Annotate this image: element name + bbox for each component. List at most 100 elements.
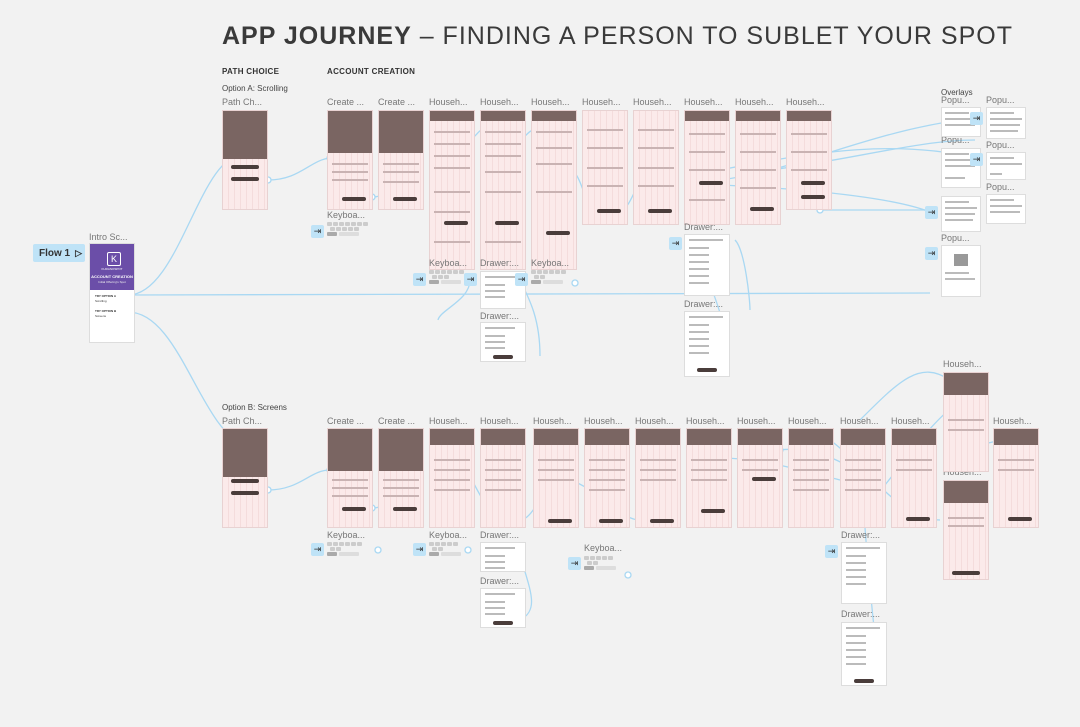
trigger-icon[interactable]: ⇥ [970, 153, 983, 166]
screen-household-b8[interactable] [788, 428, 834, 528]
trigger-icon[interactable]: ⇥ [515, 273, 528, 286]
trigger-icon[interactable]: ⇥ [925, 206, 938, 219]
drawer-b4[interactable] [841, 622, 887, 686]
screen-household-a6[interactable] [684, 110, 730, 225]
frame-label-create-1: Create ... [327, 97, 365, 107]
popup-3[interactable] [941, 148, 981, 188]
section-path-choice: PATH CHOICE [222, 67, 280, 76]
screen-household-a3[interactable] [531, 110, 577, 270]
frame-label-household: Househ... [840, 416, 879, 426]
drawer-a4[interactable] [684, 311, 730, 377]
screen-household-b12[interactable] [943, 372, 989, 472]
frame-label-popup: Popu... [941, 135, 970, 145]
trigger-icon[interactable]: ⇥ [413, 273, 426, 286]
popup-2[interactable] [986, 107, 1026, 139]
frame-label-path-b: Path Ch... [222, 416, 263, 426]
drawer-b3[interactable] [841, 542, 887, 604]
intro-heading: ACCOUNT CREATION [91, 274, 133, 279]
trigger-icon[interactable]: ⇥ [669, 237, 682, 250]
keyboard-a1[interactable] [327, 222, 387, 236]
frame-label-keyboard: Keyboa... [327, 530, 366, 540]
frame-label-household: Househ... [635, 416, 674, 426]
drawer-a3[interactable] [684, 234, 730, 296]
screen-create-account-b1[interactable] [327, 428, 373, 528]
trigger-icon[interactable]: ⇥ [970, 112, 983, 125]
frame-label-drawer: Drawer:... [480, 530, 520, 540]
flow-start-tag[interactable]: Flow 1▷ [33, 244, 85, 262]
frame-label-household: Househ... [891, 416, 930, 426]
frame-label-household: Househ... [582, 97, 621, 107]
frame-label-popup: Popu... [986, 95, 1015, 105]
frame-label-household: Househ... [480, 416, 519, 426]
frame-label-path-a: Path Ch... [222, 97, 263, 107]
frame-label-household: Househ... [684, 97, 723, 107]
screen-household-b6[interactable] [686, 428, 732, 528]
popup-image[interactable] [941, 245, 981, 297]
screen-household-a1[interactable] [429, 110, 475, 270]
option-a-button[interactable]: TRY OPTION A [95, 294, 117, 298]
frame-label-drawer: Drawer:... [684, 222, 724, 232]
screen-household-a5[interactable] [633, 110, 679, 225]
drawer-b1[interactable] [480, 542, 526, 572]
keyboard-a3[interactable] [531, 270, 591, 284]
screen-path-choice-b[interactable] [222, 428, 268, 528]
frame-label-household: Househ... [737, 416, 776, 426]
option-b-sub: Screens [95, 314, 107, 318]
screen-household-b1[interactable] [429, 428, 475, 528]
screen-household-b4[interactable] [584, 428, 630, 528]
trigger-icon[interactable]: ⇥ [413, 543, 426, 556]
option-a-sub: Scrolling [95, 299, 107, 303]
popup-6[interactable] [941, 196, 981, 232]
option-b-button[interactable]: TRY OPTION B [95, 309, 117, 313]
screen-path-choice-a[interactable] [222, 110, 268, 210]
keyboard-b2[interactable] [429, 542, 489, 556]
trigger-icon[interactable]: ⇥ [464, 273, 477, 286]
frame-label-household: Househ... [786, 97, 825, 107]
screen-household-a2[interactable] [480, 110, 526, 270]
popup-4[interactable] [986, 152, 1026, 180]
intro-screen[interactable]: K KURANOSPOT ACCOUNT CREATION Initial Of… [89, 243, 135, 343]
screen-household-a8[interactable] [786, 110, 832, 210]
frame-label-popup: Popu... [986, 140, 1015, 150]
drawer-b2[interactable] [480, 588, 526, 628]
trigger-icon[interactable]: ⇥ [825, 545, 838, 558]
trigger-icon[interactable]: ⇥ [311, 225, 324, 238]
trigger-icon[interactable]: ⇥ [311, 543, 324, 556]
frame-label-household: Househ... [993, 416, 1032, 426]
screen-household-b3[interactable] [533, 428, 579, 528]
screen-create-account-b2[interactable] [378, 428, 424, 528]
screen-create-account-1[interactable] [327, 110, 373, 210]
drawer-a2[interactable] [480, 322, 526, 362]
screen-household-b13[interactable] [943, 480, 989, 580]
frame-label-create-2: Create ... [378, 416, 416, 426]
frame-label-household: Househ... [429, 97, 468, 107]
frame-label-keyboard: Keyboa... [327, 210, 366, 220]
screen-household-b2[interactable] [480, 428, 526, 528]
screen-household-b5[interactable] [635, 428, 681, 528]
keyboard-b3[interactable] [584, 556, 644, 570]
frame-label-popup: Popu... [941, 233, 970, 243]
frame-label-household: Househ... [943, 467, 982, 477]
image-icon [954, 254, 968, 266]
intro-sub: Initial Offering's Spot [98, 280, 126, 284]
frame-label-household: Househ... [429, 416, 468, 426]
screen-household-a4[interactable] [582, 110, 628, 225]
trigger-icon[interactable]: ⇥ [568, 557, 581, 570]
popup-5[interactable] [986, 194, 1026, 224]
screen-household-b10[interactable] [891, 428, 937, 528]
frame-label-household: Househ... [686, 416, 725, 426]
screen-create-account-2[interactable] [378, 110, 424, 210]
keyboard-b1[interactable] [327, 542, 387, 556]
trigger-icon[interactable]: ⇥ [925, 247, 938, 260]
frame-label-household: Househ... [788, 416, 827, 426]
brand-name: KURANOSPOT [101, 267, 123, 271]
frame-label-household: Househ... [531, 97, 570, 107]
page-title: APP JOURNEY – FINDING A PERSON TO SUBLET… [222, 22, 1013, 50]
screen-household-a7[interactable] [735, 110, 781, 225]
frame-label-drawer: Drawer:... [841, 530, 881, 540]
screen-household-b7[interactable] [737, 428, 783, 528]
screen-household-b11[interactable] [993, 428, 1039, 528]
frame-label-drawer: Drawer:... [841, 609, 881, 619]
screen-household-b9[interactable] [840, 428, 886, 528]
keyboard-a2[interactable] [429, 270, 489, 284]
